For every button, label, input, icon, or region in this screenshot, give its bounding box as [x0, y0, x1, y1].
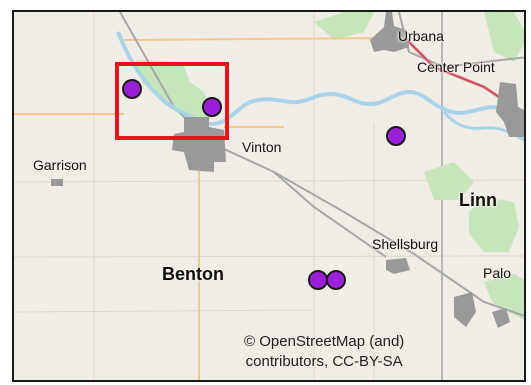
marker-benton-1[interactable] [308, 270, 328, 290]
attribution-line-1: © OpenStreetMap (and) [244, 333, 405, 350]
town-areas [51, 12, 524, 328]
marker-nw-1[interactable] [122, 79, 142, 99]
highlight-box[interactable] [115, 62, 229, 140]
map-viewport[interactable]: Urbana Center Point Vinton Garrison Shel… [12, 10, 526, 382]
cedar-river [116, 31, 524, 127]
map-attribution: © OpenStreetMap (and) contributors, CC-B… [244, 332, 404, 372]
map-canvas[interactable] [14, 12, 526, 382]
marker-benton-2[interactable] [326, 270, 346, 290]
place-label-palo: Palo [483, 265, 512, 281]
place-label-urbana: Urbana [398, 28, 444, 44]
county-roads [14, 37, 395, 380]
marker-east-linn[interactable] [386, 126, 406, 146]
markers [122, 79, 406, 290]
county-label-benton: Benton [162, 264, 224, 284]
place-label-garrison: Garrison [33, 157, 87, 173]
park-areas [136, 12, 524, 320]
place-label-vinton: Vinton [242, 139, 282, 155]
place-label-center-point: Center Point [417, 59, 495, 75]
marker-nw-2[interactable] [202, 97, 222, 117]
attribution-line-2: contributors, CC-BY-SA [245, 353, 403, 370]
county-label-linn: Linn [459, 190, 497, 210]
place-label-shellsburg: Shellsburg [372, 236, 439, 252]
